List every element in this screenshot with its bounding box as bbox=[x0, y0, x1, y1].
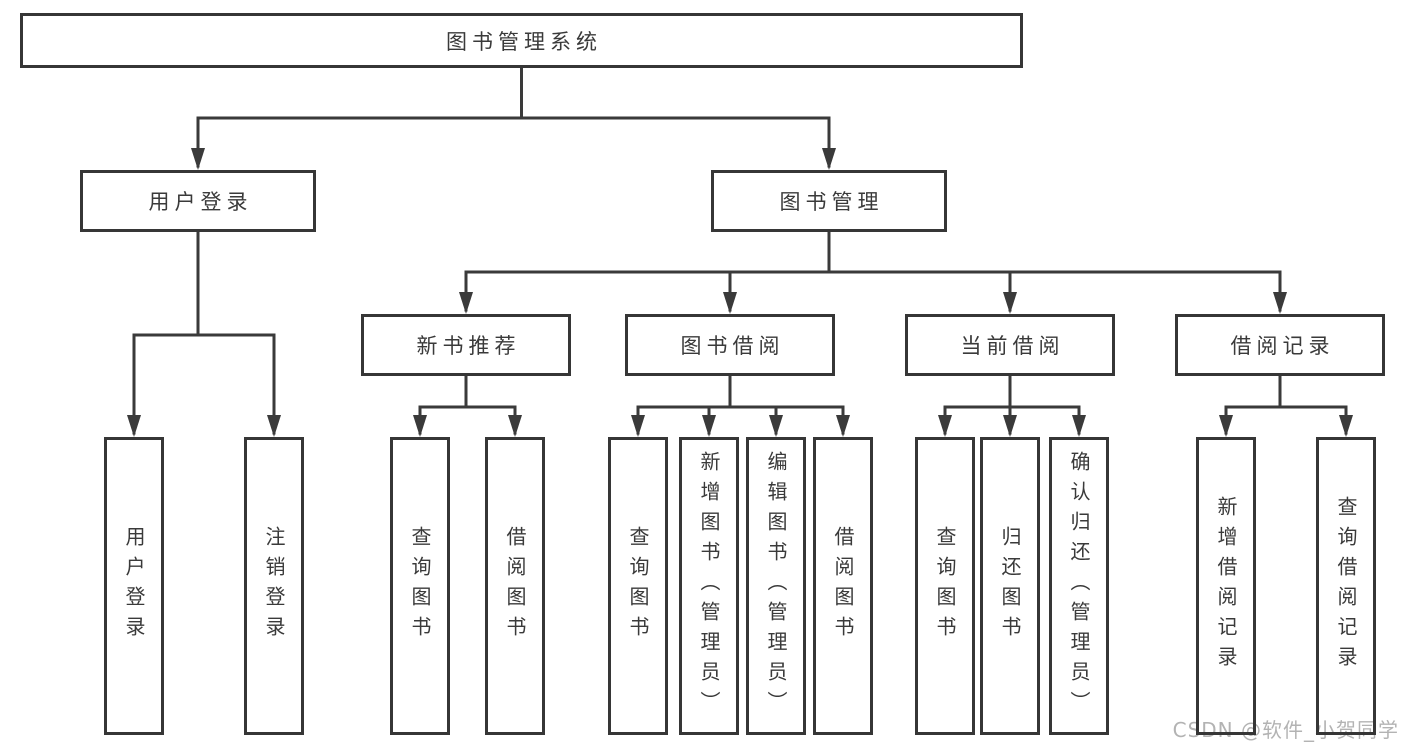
leaf-user-login: 用户登录 bbox=[104, 437, 164, 735]
arrow-down-icon bbox=[1003, 292, 1017, 314]
node-label: 归还图书 bbox=[998, 526, 1022, 646]
node-book-borrowing: 图书借阅 bbox=[625, 314, 835, 376]
arrow-down-icon bbox=[413, 415, 427, 437]
watermark-csdn: CSDN @软件_小贺同学 bbox=[1172, 718, 1399, 742]
arrow-down-icon bbox=[702, 415, 716, 437]
leaf-query-books-current: 查询图书 bbox=[915, 437, 975, 735]
connector-book-management-to-level3 bbox=[464, 230, 1282, 312]
node-borrowing-records: 借阅记录 bbox=[1175, 314, 1385, 376]
leaf-add-books-admin: 新增图书（管理员） bbox=[679, 437, 739, 735]
connector-user-login-to-leaves bbox=[132, 230, 276, 435]
leaf-add-borrow-record: 新增借阅记录 bbox=[1196, 437, 1256, 735]
node-label: 用户登录 bbox=[122, 526, 146, 646]
arrow-down-icon bbox=[1219, 415, 1233, 437]
node-label: 用户登录 bbox=[148, 190, 253, 214]
leaf-confirm-return-admin: 确认归还（管理员） bbox=[1049, 437, 1109, 735]
node-current-borrowing: 当前借阅 bbox=[905, 314, 1115, 376]
connector-borrowing-records-to-leaves bbox=[1224, 374, 1348, 435]
arrow-down-icon bbox=[723, 292, 737, 314]
node-label: 查询图书 bbox=[933, 526, 957, 646]
node-book-management: 图书管理 bbox=[711, 170, 947, 232]
node-label: 编辑图书（管理员） bbox=[764, 451, 788, 721]
arrow-down-icon bbox=[1339, 415, 1353, 437]
arrow-down-icon bbox=[631, 415, 645, 437]
leaf-edit-books-admin: 编辑图书（管理员） bbox=[746, 437, 806, 735]
leaf-logout: 注销登录 bbox=[244, 437, 304, 735]
node-label: 借阅图书 bbox=[831, 526, 855, 646]
connector-root-to-level2 bbox=[196, 66, 831, 168]
node-label: 图书管理 bbox=[779, 190, 884, 214]
node-label: 新增图书（管理员） bbox=[697, 451, 721, 721]
arrow-down-icon bbox=[769, 415, 783, 437]
arrow-down-icon bbox=[938, 415, 952, 437]
node-label: 新增借阅记录 bbox=[1214, 496, 1238, 676]
node-label: 查询图书 bbox=[408, 526, 432, 646]
arrow-down-icon bbox=[127, 415, 141, 437]
node-label: 查询图书 bbox=[626, 526, 650, 646]
node-label: 注销登录 bbox=[262, 526, 286, 646]
connector-book-borrowing-to-leaves bbox=[636, 374, 845, 435]
leaf-query-books-recommend: 查询图书 bbox=[390, 437, 450, 735]
node-new-book-recommend: 新书推荐 bbox=[361, 314, 571, 376]
arrow-down-icon bbox=[1273, 292, 1287, 314]
node-label: 查询借阅记录 bbox=[1334, 496, 1358, 676]
connector-new-book-to-leaves bbox=[418, 374, 517, 435]
node-label: 图书借阅 bbox=[680, 334, 785, 358]
arrow-down-icon bbox=[508, 415, 522, 437]
node-user-login: 用户登录 bbox=[80, 170, 316, 232]
leaf-borrow-books-borrowing: 借阅图书 bbox=[813, 437, 873, 735]
arrow-down-icon bbox=[822, 148, 836, 170]
node-library-system: 图书管理系统 bbox=[20, 13, 1023, 68]
node-label: 借阅图书 bbox=[503, 526, 527, 646]
leaf-query-borrow-record: 查询借阅记录 bbox=[1316, 437, 1376, 735]
arrow-down-icon bbox=[836, 415, 850, 437]
leaf-return-books: 归还图书 bbox=[980, 437, 1040, 735]
arrow-down-icon bbox=[191, 148, 205, 170]
node-label: 图书管理系统 bbox=[446, 29, 602, 54]
node-label: 借阅记录 bbox=[1230, 334, 1335, 358]
arrow-down-icon bbox=[1003, 415, 1017, 437]
node-label: 当前借阅 bbox=[960, 334, 1065, 358]
leaf-borrow-books-recommend: 借阅图书 bbox=[485, 437, 545, 735]
arrow-down-icon bbox=[1072, 415, 1086, 437]
node-label: 确认归还（管理员） bbox=[1067, 451, 1091, 721]
arrow-down-icon bbox=[267, 415, 281, 437]
node-label: 新书推荐 bbox=[416, 334, 521, 358]
leaf-query-books-borrowing: 查询图书 bbox=[608, 437, 668, 735]
arrow-down-icon bbox=[459, 292, 473, 314]
